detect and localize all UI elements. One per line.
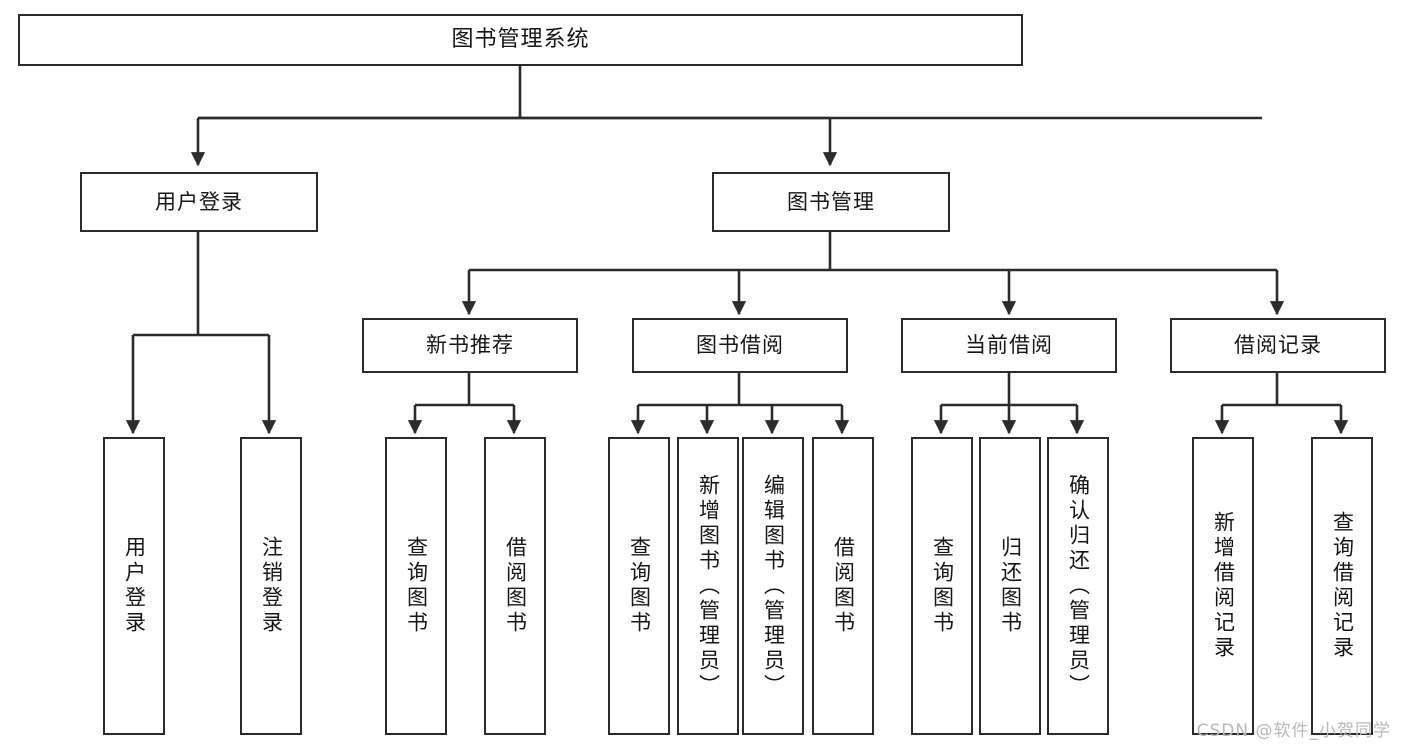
node-label: 注销登录	[259, 536, 284, 636]
node-leaf-add-record[interactable]: 新增借阅记录	[1192, 437, 1254, 735]
node-leaf-add-book[interactable]: 新增图书（管理员）	[677, 437, 739, 735]
node-label: 查询图书	[404, 536, 429, 636]
node-label: 借阅记录	[1234, 333, 1322, 358]
node-leaf-borrow-book-2[interactable]: 借阅图书	[812, 437, 874, 735]
node-book-manage[interactable]: 图书管理	[712, 172, 950, 232]
node-label: 用户登录	[122, 536, 147, 636]
node-label: 借阅图书	[831, 536, 856, 636]
node-label: 编辑图书（管理员）	[761, 473, 786, 699]
node-label: 借阅图书	[503, 536, 528, 636]
node-leaf-query-record[interactable]: 查询借阅记录	[1311, 437, 1373, 735]
node-leaf-query-book-1[interactable]: 查询图书	[385, 437, 447, 735]
node-leaf-query-book-2[interactable]: 查询图书	[608, 437, 670, 735]
node-leaf-edit-book[interactable]: 编辑图书（管理员）	[742, 437, 804, 735]
node-label: 新增借阅记录	[1211, 511, 1236, 661]
node-label: 图书管理	[787, 189, 875, 214]
node-label: 查询图书	[930, 536, 955, 636]
node-label: 用户登录	[155, 189, 243, 214]
node-leaf-confirm-return[interactable]: 确认归还（管理员）	[1047, 437, 1109, 735]
watermark: CSDN @软件_小贺同学	[1196, 721, 1391, 741]
node-borrow-record[interactable]: 借阅记录	[1170, 318, 1386, 373]
node-new-book-rec[interactable]: 新书推荐	[362, 318, 578, 373]
node-leaf-logout[interactable]: 注销登录	[240, 437, 302, 735]
node-label: 查询借阅记录	[1330, 511, 1355, 661]
node-label: 图书管理系统	[451, 27, 590, 53]
node-label: 当前借阅	[965, 333, 1053, 358]
node-user-login[interactable]: 用户登录	[80, 172, 318, 232]
node-leaf-query-book-3[interactable]: 查询图书	[911, 437, 973, 735]
node-root[interactable]: 图书管理系统	[18, 14, 1023, 66]
node-label: 新书推荐	[426, 333, 514, 358]
node-label: 图书借阅	[696, 333, 784, 358]
node-label: 查询图书	[627, 536, 652, 636]
node-leaf-user-login[interactable]: 用户登录	[103, 437, 165, 735]
node-current-borrow[interactable]: 当前借阅	[901, 318, 1117, 373]
node-label: 归还图书	[998, 536, 1023, 636]
node-label: 确认归还（管理员）	[1066, 473, 1091, 699]
node-leaf-return-book[interactable]: 归还图书	[979, 437, 1041, 735]
node-leaf-borrow-book-1[interactable]: 借阅图书	[484, 437, 546, 735]
node-label: 新增图书（管理员）	[696, 473, 721, 699]
node-book-borrow[interactable]: 图书借阅	[632, 318, 848, 373]
